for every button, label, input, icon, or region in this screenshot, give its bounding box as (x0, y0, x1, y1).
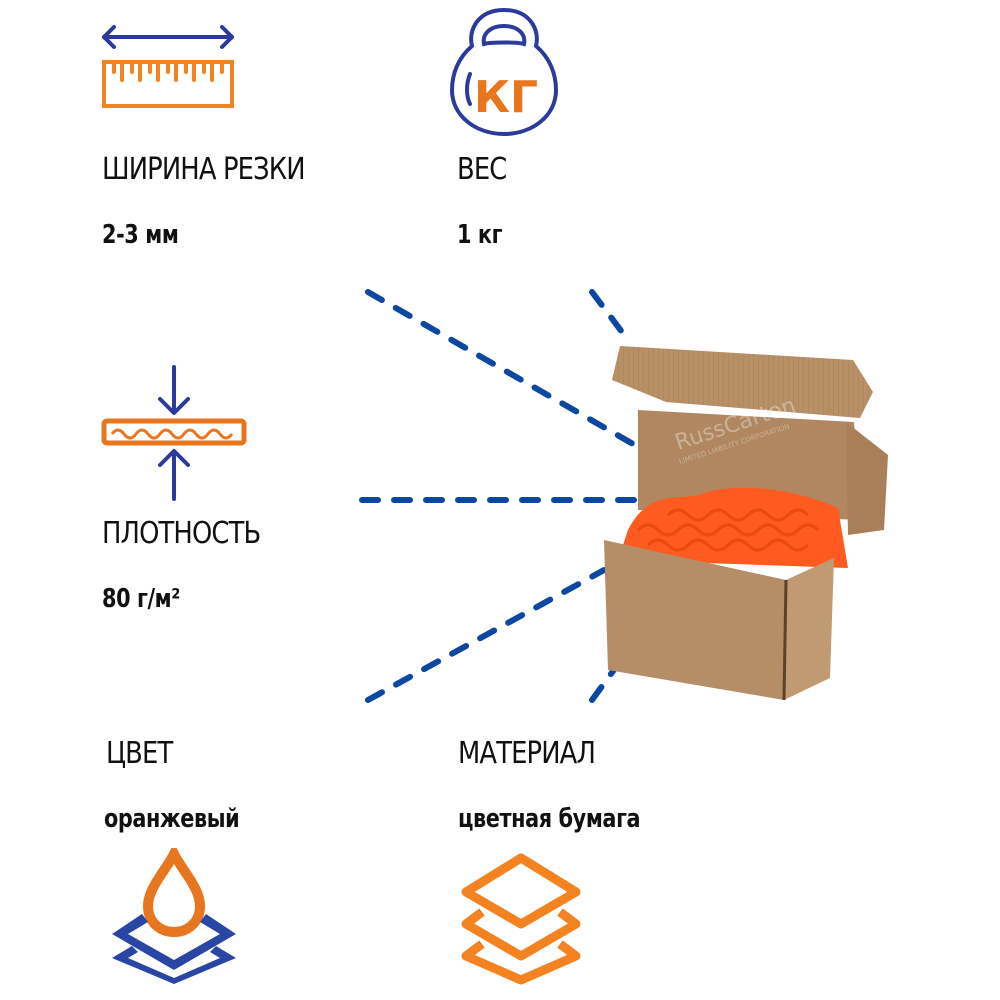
density-value: 80 г/м² (102, 584, 180, 614)
density-label: ПЛОТНОСТЬ (102, 516, 261, 551)
kettlebell-icon: КГ (448, 4, 560, 138)
material-label: МАТЕРИАЛ (458, 736, 596, 771)
drop-layers-icon (104, 848, 244, 984)
material-value: цветная бумага (458, 804, 641, 834)
weight-value: 1 кг (457, 220, 503, 250)
color-label: ЦВЕТ (106, 736, 173, 771)
color-value: оранжевый (104, 804, 240, 834)
product-box-image: RussCarton LIMITED LIABILITY CORPORATION (598, 330, 898, 710)
kettlebell-icon-text: КГ (474, 72, 538, 123)
layers-icon (456, 850, 586, 986)
weight-label: ВЕС (457, 152, 507, 187)
compression-icon (100, 365, 248, 501)
cut-width-label: ШИРИНА РЕЗКИ (102, 152, 306, 187)
ruler-icon (100, 22, 240, 112)
cut-width-value: 2-3 мм (102, 220, 179, 250)
